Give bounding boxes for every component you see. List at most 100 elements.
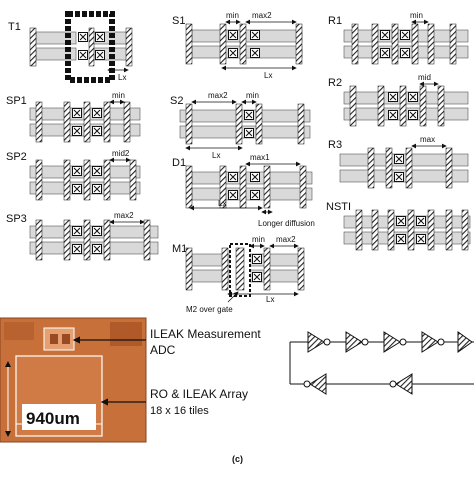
contact-icon (250, 172, 260, 182)
contact-icon (228, 48, 238, 58)
contact-icon (394, 172, 404, 182)
mid-label: mid (418, 73, 431, 82)
contact-icon (244, 110, 254, 120)
min-label: min (410, 11, 423, 20)
label-sp1: SP1 (6, 95, 27, 107)
layout-r1: R1 min (328, 11, 469, 65)
label-sp3: SP3 (6, 213, 27, 225)
contact-icon (388, 110, 398, 120)
contact-icon (78, 50, 88, 60)
ring-oscillator (289, 331, 474, 395)
label-r3: R3 (328, 139, 342, 151)
contact-icon (92, 166, 102, 176)
min-label: min (252, 235, 265, 244)
contact-icon (92, 244, 102, 254)
inverter-icon (389, 373, 413, 395)
label-t1: T1 (8, 21, 21, 33)
layout-sp2: SP2 mid2 (6, 149, 141, 201)
contact-icon (380, 30, 390, 40)
layout-r2: R2 mid (328, 73, 469, 127)
inverter-icon (421, 331, 445, 353)
contact-icon (92, 108, 102, 118)
inverter-icon (307, 331, 331, 353)
contact-icon (250, 48, 260, 58)
min-label: min (226, 11, 239, 20)
layout-t1: T1 Lx (8, 11, 133, 83)
contact-icon (244, 128, 254, 138)
contact-icon (416, 234, 426, 244)
layout-nsti: NSTI (326, 201, 471, 251)
contact-icon (92, 226, 102, 236)
max-label: max (420, 135, 435, 144)
layout-sp1: SP1 min (6, 91, 141, 143)
min-label: min (246, 91, 259, 100)
contact-icon (95, 32, 105, 42)
label-sp2: SP2 (6, 151, 27, 163)
lx-label: Lx (218, 199, 226, 208)
die-photo: 940um (0, 317, 147, 443)
label-m1: M1 (172, 243, 187, 255)
layout-m1: M1 min max2 Lx M2 over gate (172, 235, 305, 314)
contact-icon (396, 234, 406, 244)
contact-icon (396, 216, 406, 226)
lx-label: Lx (264, 71, 272, 80)
ileak-measurement-label: ILEAK Measurement (150, 327, 261, 341)
contact-icon (408, 110, 418, 120)
contact-icon (408, 92, 418, 102)
adc-label: ADC (150, 343, 176, 357)
contact-icon (250, 30, 260, 40)
layout-s2: S2 max2 min Lx (170, 91, 311, 160)
min-label: min (112, 91, 125, 100)
tiles-label: 18 x 16 tiles (150, 405, 209, 417)
contact-icon (228, 190, 238, 200)
die-size-label: 940um (26, 409, 80, 428)
lx-label: Lx (212, 151, 220, 160)
contact-icon (92, 126, 102, 136)
contact-icon (72, 108, 82, 118)
contact-icon (388, 92, 398, 102)
longer-diffusion-label: Longer diffusion (258, 219, 315, 228)
contact-icon (72, 126, 82, 136)
label-nsti: NSTI (326, 201, 351, 213)
layout-sp3: SP3 max2 (6, 211, 159, 261)
max2-label: max2 (114, 211, 134, 220)
max2-label: max2 (276, 235, 296, 244)
max2-label: max2 (208, 91, 228, 100)
lx-label: Lx (118, 73, 126, 82)
contact-icon (250, 190, 260, 200)
label-r1: R1 (328, 15, 342, 27)
contact-icon (72, 184, 82, 194)
contact-icon (95, 50, 105, 60)
contact-icon (394, 154, 404, 164)
inverter-icon (303, 373, 327, 395)
label-r2: R2 (328, 77, 342, 89)
ro-array-label: RO & ILEAK Array (150, 387, 248, 401)
figure-caption: (c) (232, 454, 243, 464)
contact-icon (380, 48, 390, 58)
max1-label: max1 (250, 153, 270, 162)
label-d1: D1 (172, 157, 186, 169)
contact-icon (92, 184, 102, 194)
label-s2: S2 (170, 95, 183, 107)
contact-icon (78, 32, 88, 42)
inverter-icon (345, 331, 369, 353)
inverter-icon (457, 331, 473, 353)
m2-over-gate-label: M2 over gate (186, 305, 233, 314)
contact-icon (252, 254, 262, 264)
contact-icon (72, 244, 82, 254)
contact-icon (416, 216, 426, 226)
max2-label: max2 (252, 11, 272, 20)
contact-icon (400, 48, 410, 58)
contact-icon (252, 272, 262, 282)
contact-icon (72, 226, 82, 236)
layout-s1: S1 min max2 Lx (172, 11, 303, 80)
layout-d1: D1 max1 Lx Longer diffusion (172, 153, 315, 228)
contact-icon (400, 30, 410, 40)
lx-label: Lx (266, 295, 274, 304)
contact-icon (228, 30, 238, 40)
mid2-label: mid2 (112, 149, 130, 158)
contact-icon (228, 172, 238, 182)
label-s1: S1 (172, 15, 185, 27)
contact-icon (72, 166, 82, 176)
